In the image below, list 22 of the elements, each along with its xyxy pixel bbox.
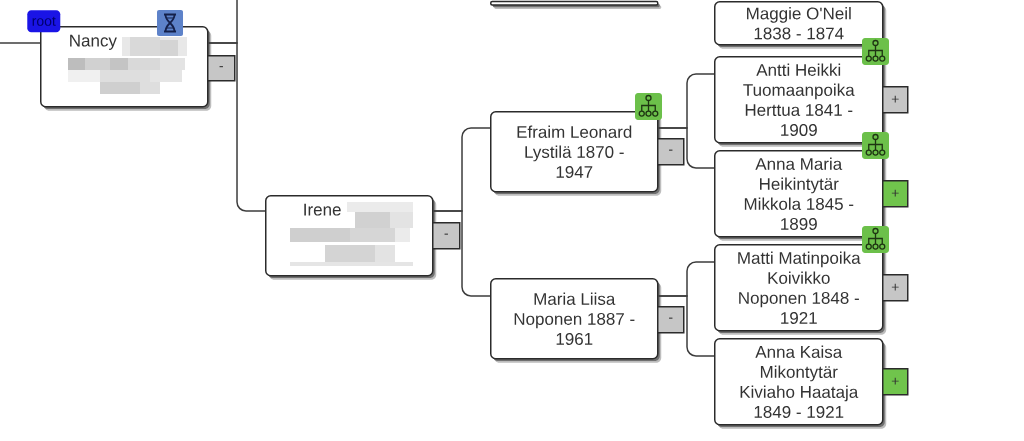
toggle-button: - (657, 138, 685, 166)
toggle-button: - (657, 306, 685, 334)
toggle-button: + (882, 86, 909, 114)
connector-line (432, 210, 491, 297)
connector-line (207, 42, 266, 212)
person-box: Efraim Leonard Lystilä 1870 - 1947 (490, 111, 662, 196)
person-box: Anna Maria Heikintytär Mikkola 1845 - 1899 (714, 150, 887, 241)
person-box: Antti Heikki Tuomaanpoika Herttua 1841 - 1909 (714, 56, 887, 147)
toggle-button: - (432, 222, 461, 250)
tag-badge: root (27, 10, 61, 33)
toggle-button: + (882, 274, 909, 302)
person-box: Anna Kaisa Mikontytär Kiviaho Haataja 1849 - 1921 (714, 338, 887, 429)
toggle-button: + (882, 368, 909, 396)
toggle-button: + (882, 180, 909, 208)
connector-line (657, 295, 715, 357)
connector-line (0, 42, 41, 44)
toggle-button: - (207, 55, 236, 82)
person-box: Matti Matinpoika Koivikko Noponen 1848 - 1921 (714, 244, 887, 335)
person-box (490, 0, 662, 9)
person-box: Maggie O'Neil 1838 - 1874 (714, 1, 887, 49)
connector-line (657, 127, 715, 169)
person-box: Maria Liisa Noponen 1887 - 1961 (490, 278, 662, 363)
